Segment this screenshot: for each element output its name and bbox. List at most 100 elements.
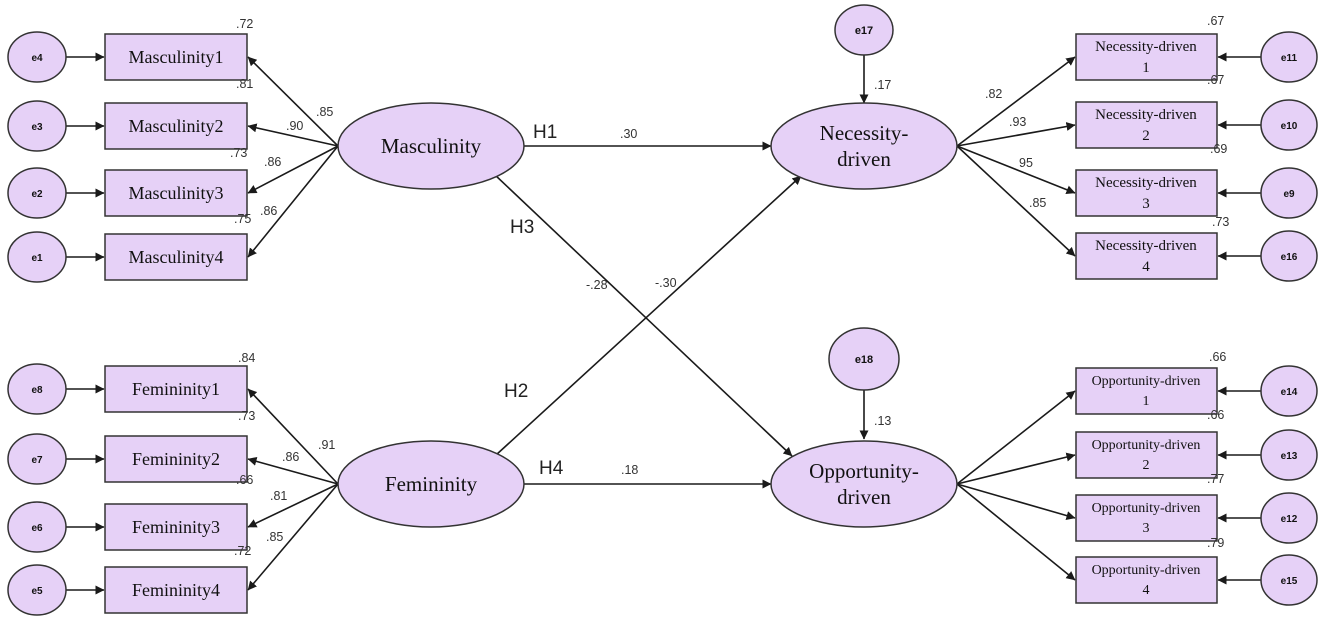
indicator-necessity2: Necessity-driven 2 [1075, 101, 1218, 149]
error-e2: e2 [7, 167, 67, 219]
loading-necessity1: .82 [985, 87, 1002, 101]
r2-necessity3: .69 [1210, 142, 1227, 156]
label-h4: H4 [539, 458, 564, 479]
svg-text:Opportunity-driven: Opportunity-driven [1092, 501, 1201, 516]
error-e6: e6 [7, 501, 67, 553]
svg-text:2: 2 [1142, 128, 1150, 144]
loading-masculinity4: .86 [260, 204, 277, 218]
svg-text:1: 1 [1143, 394, 1150, 409]
loading-femininity1: .91 [318, 438, 335, 452]
svg-text:Masculinity1: Masculinity1 [129, 47, 224, 67]
svg-text:e7: e7 [31, 455, 43, 466]
indicator-masculinity4: Masculinity4 [104, 233, 248, 281]
loading-necessity2: .93 [1009, 115, 1026, 129]
error-e11: e11 [1260, 31, 1318, 83]
loading-arrow-nec4 [956, 145, 1076, 257]
svg-text:Opportunity-driven: Opportunity-driven [1092, 563, 1201, 578]
error-e3: e3 [7, 100, 67, 152]
indicator-femininity1: Femininity1 [104, 365, 248, 413]
r2-femininity2: .73 [238, 409, 255, 423]
loading-masculinity2: .90 [286, 119, 303, 133]
svg-text:4: 4 [1142, 259, 1150, 275]
svg-text:Femininity2: Femininity2 [132, 449, 220, 469]
indicator-masculinity3: Masculinity3 [104, 169, 248, 217]
indicator-necessity4: Necessity-driven 4 [1075, 232, 1218, 280]
error-e9: e9 [1260, 167, 1318, 219]
r2-opportunity3: .77 [1207, 472, 1224, 486]
indicator-necessity3: Necessity-driven 3 [1075, 169, 1218, 217]
path-h3 [493, 173, 793, 457]
loading-arrow-fem4 [247, 483, 339, 591]
svg-text:Opportunity-: Opportunity- [809, 459, 919, 483]
r2-opportunity: .13 [874, 414, 891, 428]
svg-text:e16: e16 [1281, 252, 1298, 263]
r2-opportunity4: .79 [1207, 536, 1224, 550]
r2-necessity2: .67 [1207, 73, 1224, 87]
loading-arrow-opp1 [956, 390, 1076, 485]
svg-text:e10: e10 [1281, 121, 1298, 132]
svg-text:1: 1 [1142, 60, 1150, 76]
loading-arrow-masc3 [247, 145, 339, 194]
latent-femininity: Femininity [337, 440, 525, 528]
svg-text:e8: e8 [31, 385, 43, 396]
indicator-opportunity3: Opportunity-driven 3 [1075, 494, 1218, 542]
label-h2: H2 [504, 381, 528, 402]
error-e4: e4 [7, 31, 67, 83]
coef-h4: .18 [621, 463, 638, 477]
svg-text:e1: e1 [31, 253, 43, 264]
error-e12: e12 [1260, 492, 1318, 544]
indicator-masculinity1: Masculinity1 [104, 33, 248, 81]
r2-necessity: .17 [874, 78, 891, 92]
svg-text:3: 3 [1143, 521, 1150, 536]
svg-text:Masculinity: Masculinity [381, 134, 482, 158]
svg-text:e11: e11 [1281, 53, 1298, 64]
svg-text:driven: driven [837, 485, 891, 509]
label-h3: H3 [510, 217, 534, 238]
coef-h3: -.28 [586, 278, 608, 292]
svg-text:4: 4 [1143, 583, 1150, 598]
loading-necessity3: 95 [1019, 156, 1033, 170]
loading-arrow-masc2 [247, 123, 339, 147]
loading-arrow-nec2 [956, 122, 1076, 147]
r2-opportunity2: .66 [1207, 408, 1224, 422]
indicator-femininity4: Femininity4 [104, 566, 248, 614]
svg-text:e17: e17 [855, 25, 873, 37]
loading-arrow-fem3 [247, 483, 339, 528]
latent-masculinity: Masculinity [337, 102, 525, 190]
error-e14: e14 [1260, 365, 1318, 417]
svg-text:Femininity3: Femininity3 [132, 517, 220, 537]
error-e13: e13 [1260, 429, 1318, 481]
svg-text:e4: e4 [31, 53, 43, 64]
indicator-masculinity2: Masculinity2 [104, 102, 248, 150]
coef-h1: .30 [620, 127, 637, 141]
svg-text:Opportunity-driven: Opportunity-driven [1092, 438, 1201, 453]
indicator-opportunity1: Opportunity-driven 1 [1075, 367, 1218, 415]
loading-arrow-fem2 [247, 456, 339, 485]
loading-femininity4: .85 [266, 530, 283, 544]
loading-arrow-fem1 [247, 388, 339, 485]
error-e5: e5 [7, 564, 67, 616]
svg-text:Femininity1: Femininity1 [132, 379, 220, 399]
svg-text:Masculinity2: Masculinity2 [129, 116, 224, 136]
r2-femininity3: .66 [236, 473, 253, 487]
loading-arrow-opp3 [956, 483, 1076, 520]
loading-masculinity3: .86 [264, 155, 281, 169]
r2-masculinity3: .73 [230, 146, 247, 160]
loading-masculinity1: .85 [316, 105, 333, 119]
error-e16: e16 [1260, 230, 1318, 282]
coef-h2: -.30 [655, 276, 677, 290]
svg-text:Femininity4: Femininity4 [132, 580, 220, 600]
svg-text:Necessity-driven: Necessity-driven [1095, 39, 1197, 55]
indicator-opportunity2: Opportunity-driven 2 [1075, 431, 1218, 479]
svg-text:Necessity-: Necessity- [820, 121, 909, 145]
r2-femininity1: .84 [238, 351, 255, 365]
error-e15: e15 [1260, 554, 1318, 606]
path-h2 [495, 175, 802, 456]
r2-masculinity1: .72 [236, 17, 253, 31]
svg-text:e2: e2 [31, 189, 43, 200]
label-h1: H1 [533, 122, 557, 143]
svg-text:e6: e6 [31, 523, 43, 534]
disturbance-e17: e17 [834, 4, 894, 56]
loading-arrow-masc1 [247, 56, 339, 147]
